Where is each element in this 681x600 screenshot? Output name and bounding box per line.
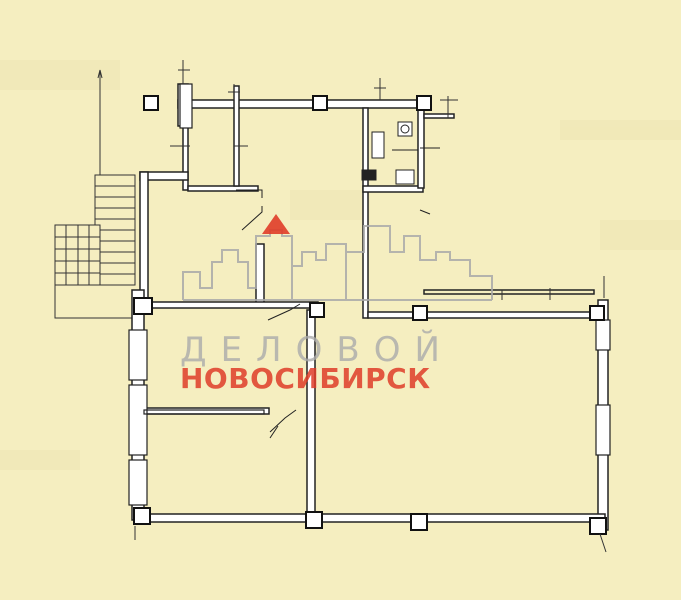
- watermark-roof-icon: [262, 214, 290, 234]
- dimension-ticks: [134, 60, 607, 553]
- bathroom-fixtures: [361, 121, 418, 185]
- paper-texture: [0, 60, 681, 470]
- windows: [128, 83, 611, 506]
- walls: [131, 83, 609, 531]
- columns: [133, 95, 607, 535]
- doors: [236, 147, 440, 439]
- watermark-text-delovoy: ДЕЛОВОЙ: [180, 330, 454, 370]
- watermark-building-icon: [182, 225, 493, 301]
- staircase: [54, 69, 138, 319]
- watermark-text-novosibirsk: НОВОСИБИРСК: [180, 362, 431, 395]
